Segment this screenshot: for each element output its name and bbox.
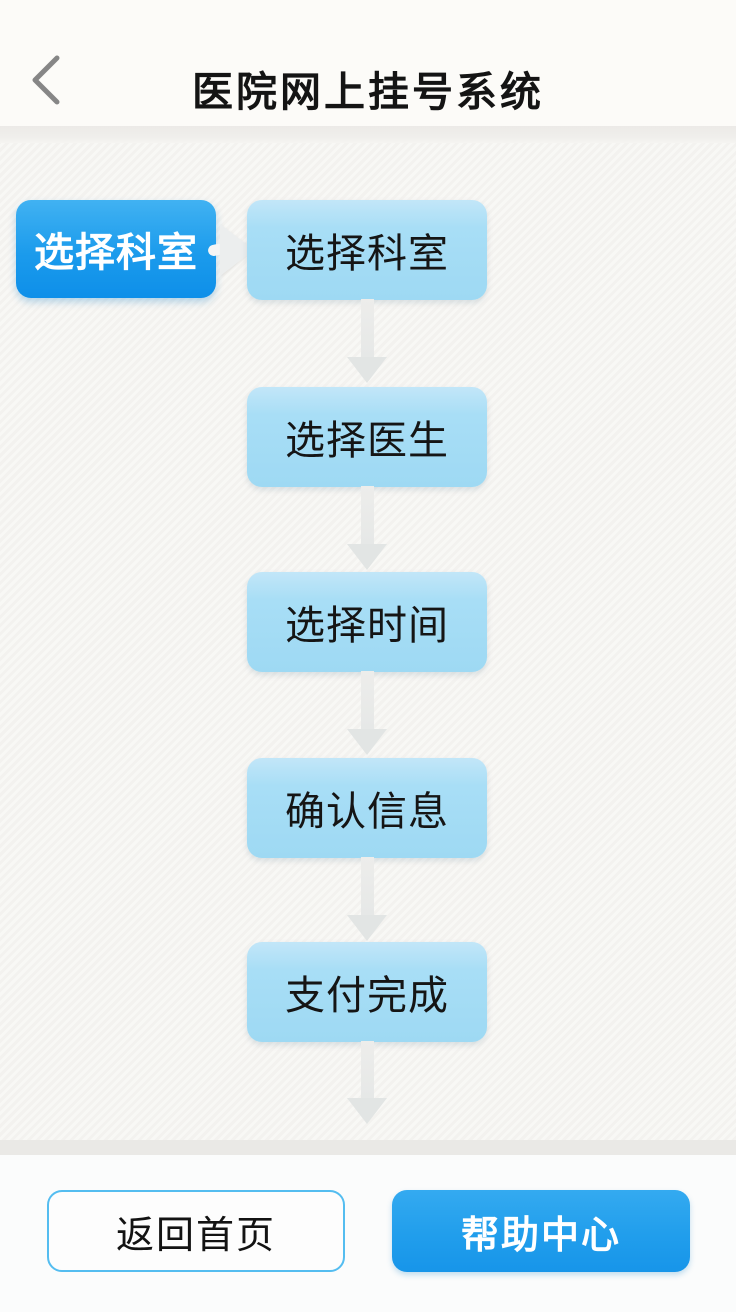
header: 医院网上挂号系统 — [0, 0, 736, 126]
return-home-button[interactable]: 返回首页 — [47, 1190, 345, 1272]
header-divider — [0, 126, 736, 143]
active-step-button[interactable]: 选择科室 — [16, 200, 216, 298]
page-title: 医院网上挂号系统 — [192, 69, 544, 115]
back-button[interactable] — [20, 52, 72, 110]
footer-divider — [0, 1140, 736, 1155]
flow-step-doctor: 选择医生 — [247, 387, 487, 487]
flow-step-payment: 支付完成 — [247, 942, 487, 1042]
flow-step-department: 选择科室 — [247, 200, 487, 300]
flow-step-time: 选择时间 — [247, 572, 487, 672]
flow-step-confirm: 确认信息 — [247, 758, 487, 858]
help-center-button[interactable]: 帮助中心 — [392, 1190, 690, 1272]
chevron-left-icon — [29, 54, 63, 109]
